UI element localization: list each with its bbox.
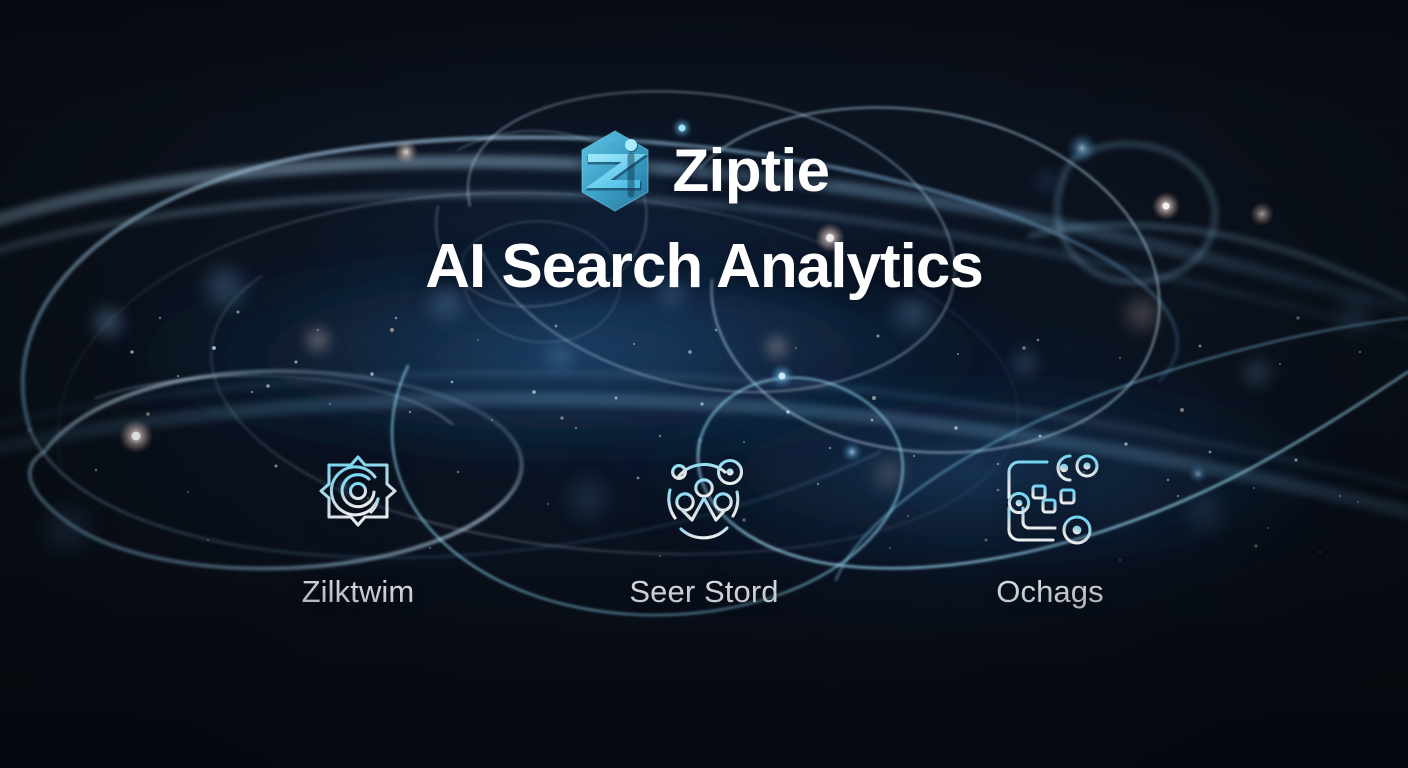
feature-label: Zilktwim	[301, 574, 415, 609]
data-nodes-bracket-icon	[1007, 454, 1099, 545]
network-nodes-bar-chart-icon	[667, 458, 744, 540]
page-title: AI Search Analytics	[425, 232, 984, 301]
feature-item-ochags[interactable]: Ochags	[965, 446, 1135, 610]
brand-lockup: Ziptie	[579, 128, 830, 214]
feature-label: Seer Stord	[629, 574, 779, 609]
feature-list: Zilktwim	[0, 446, 1408, 610]
brand-name: Ziptie	[672, 137, 831, 204]
feature-item-zilktwim[interactable]: Zilktwim	[273, 446, 443, 610]
radar-target-badge-icon	[319, 455, 397, 527]
feature-item-seer-stord[interactable]: Seer Stord	[619, 446, 789, 610]
ziptie-hexagon-logo-icon	[580, 130, 649, 212]
feature-label: Ochags	[996, 574, 1104, 609]
